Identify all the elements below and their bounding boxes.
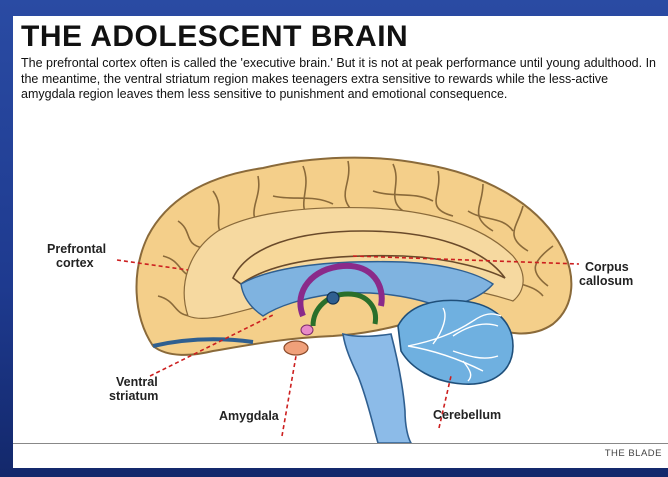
- label-prefrontal-line1: Prefrontal: [47, 242, 106, 256]
- cerebellum-shape: [398, 300, 513, 384]
- label-cerebellum: Cerebellum: [433, 408, 501, 422]
- label-ventral-line1: Ventral: [116, 375, 158, 389]
- amygdala-shape: [284, 341, 308, 355]
- label-prefrontal-line2: cortex: [56, 256, 94, 270]
- label-amygdala: Amygdala: [219, 409, 280, 423]
- label-ventral-line2: striatum: [109, 389, 158, 403]
- label-corpus-line2: callosum: [579, 274, 633, 288]
- striatum-dot: [301, 325, 313, 335]
- brain-diagram: Prefrontal cortex Corpus callosum Ventra…: [13, 16, 668, 443]
- source-credit: THE BLADE: [605, 448, 662, 459]
- pineal-dot: [327, 292, 339, 304]
- infographic-card: THE ADOLESCENT BRAIN The prefrontal cort…: [13, 16, 668, 468]
- footer-rule: [13, 443, 668, 444]
- label-corpus-line1: Corpus: [585, 260, 629, 274]
